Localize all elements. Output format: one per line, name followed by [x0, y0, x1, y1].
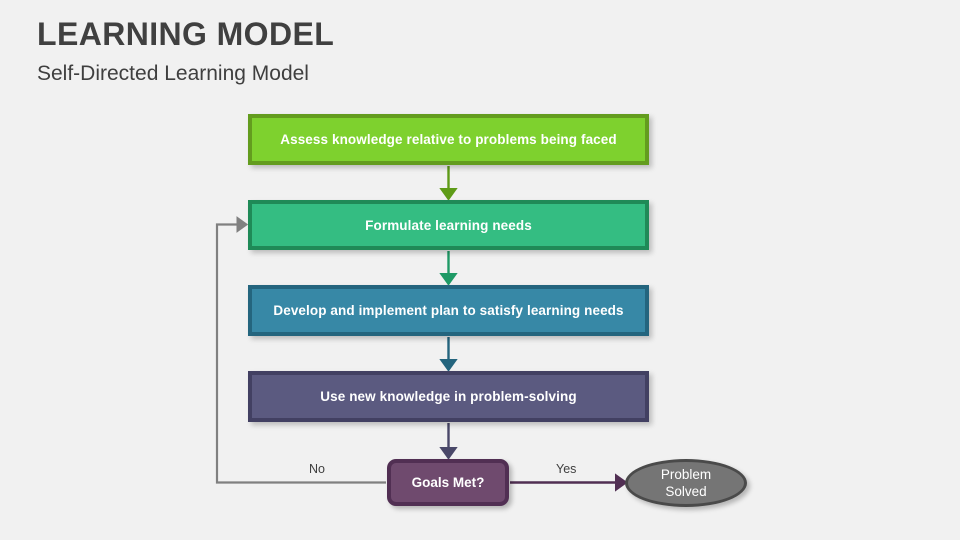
flow-node-use-new-knowledge[interactable]: Use new knowledge in problem-solving	[248, 371, 649, 422]
flow-node-goals-met-decision[interactable]: Goals Met?	[387, 459, 509, 506]
flow-node-develop[interactable]: Develop and implement plan to satisfy le…	[248, 285, 649, 336]
flow-node-assess[interactable]: Assess knowledge relative to problems be…	[248, 114, 649, 165]
problem-solved-line-2: Solved	[665, 484, 707, 499]
problem-solved-line-1: Problem	[660, 467, 712, 482]
page-title: LEARNING MODEL	[37, 16, 335, 52]
edge-label-yes: Yes	[556, 462, 577, 476]
flow-node-formulate[interactable]: Formulate learning needs	[248, 200, 649, 250]
edge-label-no: No	[309, 462, 325, 476]
edge-goals-to-formulate-no	[215, 215, 386, 484]
page-subtitle: Self-Directed Learning Model	[37, 62, 309, 85]
flow-node-problem-solved[interactable]: Problem Solved	[625, 459, 747, 507]
